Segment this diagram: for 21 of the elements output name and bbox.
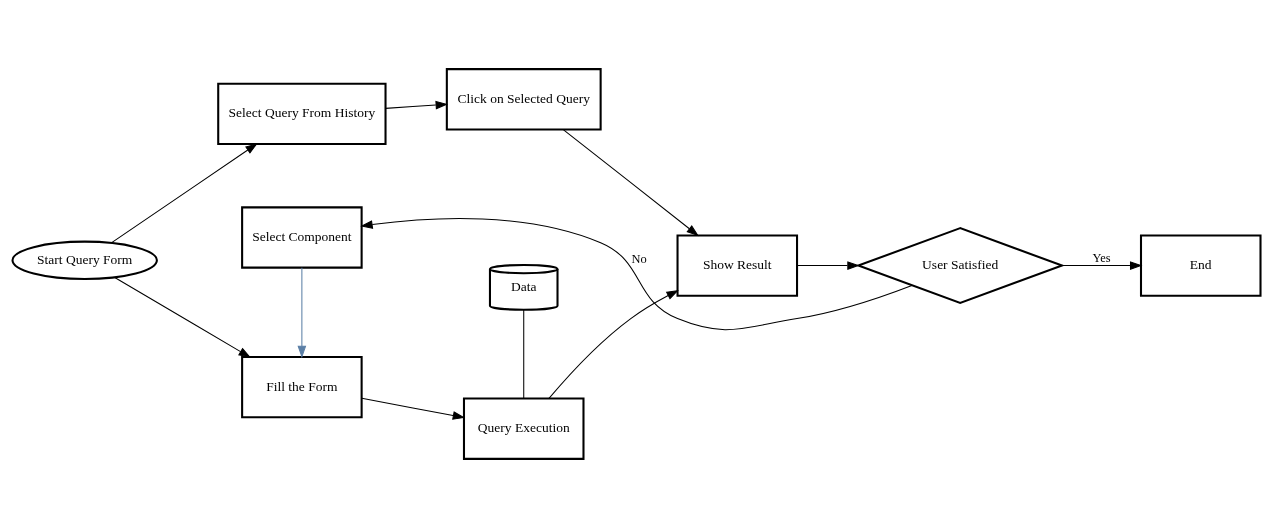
arrow — [297, 266, 307, 358]
arrow — [114, 276, 251, 358]
edge-label: No — [631, 251, 647, 266]
node-box: Query Execution — [462, 397, 585, 460]
node-box: End — [1139, 233, 1262, 297]
arrow — [361, 397, 466, 420]
arrow — [796, 260, 860, 270]
node-ellipse: Start Query Form — [11, 240, 158, 280]
connector — [523, 308, 525, 399]
node-box: Select Component — [241, 205, 363, 269]
arrow — [360, 217, 913, 330]
arrow — [385, 100, 449, 109]
node-box: Show Result — [676, 233, 799, 297]
arrow — [563, 128, 699, 236]
node-box: Fill the Form — [241, 355, 363, 418]
node-box: Click on Selected Query — [445, 67, 602, 130]
arrow — [548, 289, 679, 399]
arrow — [111, 142, 258, 243]
node-box: Select Query From History — [217, 82, 387, 145]
arrow — [1061, 260, 1143, 270]
edge-label: Yes — [1092, 250, 1111, 265]
